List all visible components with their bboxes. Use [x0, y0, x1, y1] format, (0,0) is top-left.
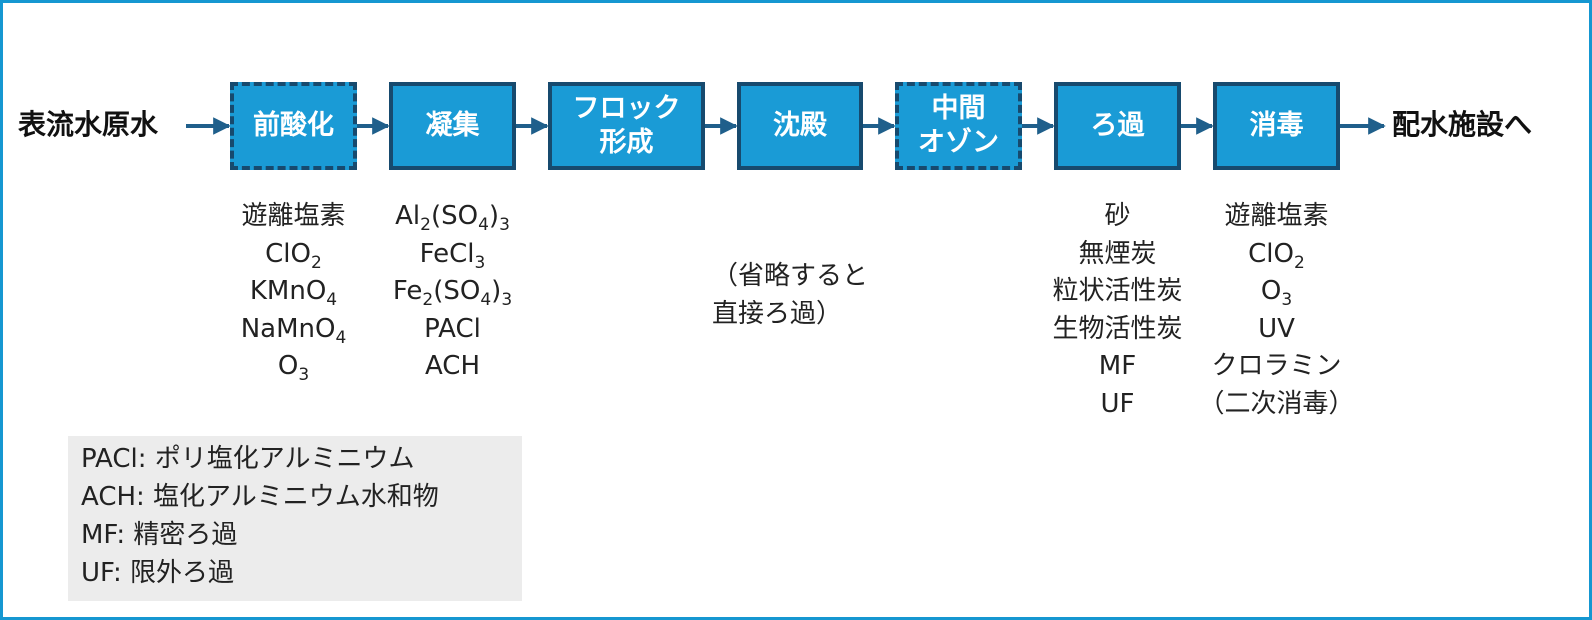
source-label: 表流水原水	[18, 108, 159, 141]
chemical-item: 遊離塩素	[241, 201, 346, 231]
media-item: MF	[1098, 351, 1137, 381]
disinfectant-item: UV	[1258, 313, 1295, 344]
disinfectant-item: （二次消毒）	[1198, 388, 1355, 419]
step-sedimentation: 沈殿	[737, 82, 863, 170]
disinfectant-item: ClO2	[1248, 238, 1305, 273]
disinfection-agents: 遊離塩素 ClO2 O3 UV クロラミン （二次消毒）	[1192, 198, 1361, 423]
chemical-item: ClO2	[265, 238, 322, 273]
disinfectant-item: 遊離塩素	[1224, 201, 1329, 231]
media-item: 生物活性炭	[1052, 313, 1183, 344]
step-disinfection-label: 消毒	[1249, 110, 1304, 141]
disinfectant-item: クロラミン	[1211, 351, 1342, 381]
media-item: 砂	[1104, 201, 1131, 231]
disinfectant-item: O3	[1260, 276, 1293, 310]
step-intermediate-ozone-label: 中間 オゾン	[918, 93, 999, 158]
chemical-item: NaMnO4	[240, 313, 347, 348]
chemical-item: KMnO4	[249, 276, 338, 310]
media-item: UF	[1100, 388, 1135, 419]
step-filtration: ろ過	[1054, 82, 1181, 170]
coagulant-item: PACl	[424, 313, 481, 344]
abbreviation-legend: PACl: ポリ塩化アルミニウム ACH: 塩化アルミニウム水和物 MF: 精密…	[68, 436, 522, 601]
coagulant-item: Fe2(SO4)3	[392, 276, 513, 310]
media-item: 無煙炭	[1078, 238, 1157, 269]
step-coagulation-label: 凝集	[425, 110, 480, 141]
sedimentation-note: （省略すると 直接ろ過）	[712, 258, 868, 333]
filtration-media: 砂 無煙炭 粒状活性炭 生物活性炭 MF UF	[1030, 198, 1205, 423]
step-floc-formation-label: フロック 形成	[572, 93, 681, 158]
step-sedimentation-label: 沈殿	[773, 110, 827, 141]
media-item: 粒状活性炭	[1052, 276, 1183, 306]
note-line: （省略すると	[712, 261, 869, 291]
step-coagulation: 凝集	[389, 82, 516, 170]
coagulation-chemicals: Al2(SO4)3 FeCl3 Fe2(SO4)3 PACl ACH	[374, 198, 531, 386]
destination-label: 配水施設へ	[1392, 108, 1533, 141]
coagulant-item: FeCl3	[419, 238, 486, 273]
step-intermediate-ozone: 中間 オゾン	[895, 82, 1022, 170]
step-floc-formation: フロック 形成	[548, 82, 705, 170]
step-pre-oxidation-label: 前酸化	[253, 110, 334, 141]
legend-item: MF: 精密ろ過	[81, 520, 238, 550]
note-line: 直接ろ過）	[712, 298, 843, 329]
coagulant-item: ACH	[424, 351, 481, 381]
coagulant-item: Al2(SO4)3	[395, 201, 510, 235]
legend-item: ACH: 塩化アルミニウム水和物	[81, 482, 439, 512]
chemical-item: O3	[277, 351, 310, 385]
legend-item: PACl: ポリ塩化アルミニウム	[81, 444, 415, 474]
step-pre-oxidation: 前酸化	[230, 82, 357, 170]
legend-item: UF: 限外ろ過	[81, 558, 234, 588]
step-filtration-label: ろ過	[1090, 110, 1145, 141]
step-disinfection: 消毒	[1213, 82, 1340, 170]
pre-oxidation-chemicals: 遊離塩素 ClO2 KMnO4 NaMnO4 O3	[218, 198, 369, 386]
